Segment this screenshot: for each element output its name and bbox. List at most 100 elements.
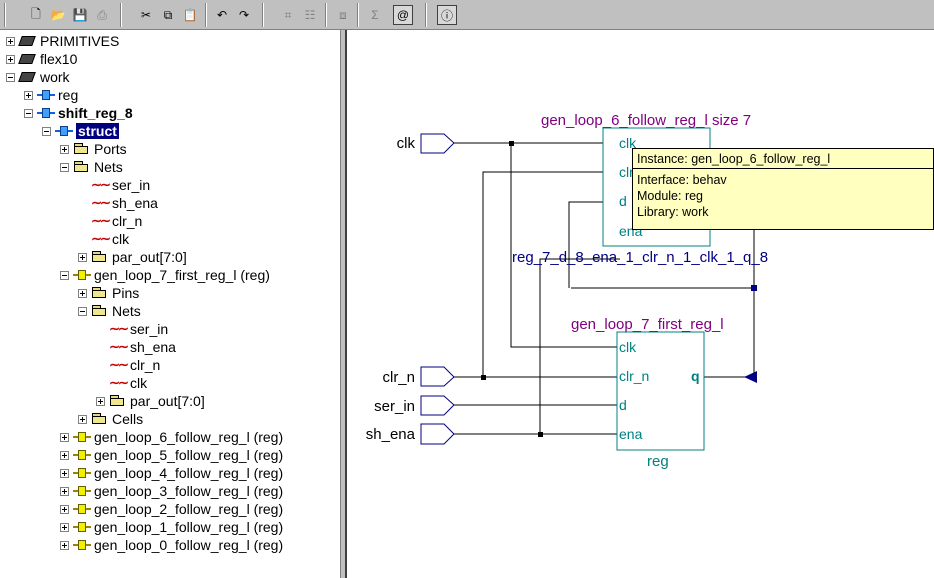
wire-sh-ena-up[interactable] xyxy=(539,258,620,434)
tree-node[interactable]: par_out[7:0] xyxy=(78,248,187,266)
port-sh-ena-shape[interactable] xyxy=(420,423,455,445)
at-icon[interactable]: @ xyxy=(393,5,413,25)
expand-icon[interactable] xyxy=(60,450,69,460)
expand-icon[interactable] xyxy=(6,36,15,46)
tree-node-label[interactable]: par_out[7:0] xyxy=(130,393,205,409)
tree-node-label[interactable]: Pins xyxy=(112,285,140,301)
tree-node[interactable]: ∼∼sh_ena xyxy=(78,194,158,212)
tree-node[interactable]: ∼∼clr_n xyxy=(78,212,142,230)
expand-icon[interactable] xyxy=(60,540,69,550)
tree-node-label[interactable]: struct xyxy=(76,123,119,139)
tree-node-label[interactable]: ser_in xyxy=(112,177,151,193)
tree-node-label[interactable]: clk xyxy=(112,231,130,247)
tree-node[interactable]: Nets xyxy=(78,302,141,320)
tree-node[interactable]: gen_loop_7_first_reg_l (reg) xyxy=(60,266,270,284)
tree-node[interactable]: Ports xyxy=(60,140,127,158)
expand-icon[interactable] xyxy=(60,432,69,442)
redo-icon[interactable]: ↷ xyxy=(238,8,250,22)
tree-node-label[interactable]: Ports xyxy=(94,141,127,157)
expand-icon[interactable] xyxy=(60,522,69,532)
align-icon[interactable]: ☷ xyxy=(304,8,316,22)
tree-node-label[interactable]: gen_loop_5_follow_reg_l (reg) xyxy=(94,447,284,463)
tree-node[interactable]: ∼∼ser_in xyxy=(78,176,150,194)
port-clr-n-shape[interactable] xyxy=(420,366,455,387)
grid-icon[interactable]: ⌗ xyxy=(284,7,292,22)
tree-node[interactable]: gen_loop_6_follow_reg_l (reg) xyxy=(60,428,283,446)
hierarchy-icon[interactable]: ⧈ xyxy=(339,7,347,22)
tree-node[interactable]: shift_reg_8 xyxy=(24,104,133,122)
expand-icon[interactable] xyxy=(6,54,15,64)
tree-node[interactable]: Pins xyxy=(78,284,139,302)
tree-node-label[interactable]: clk xyxy=(130,375,148,391)
wire-clk-down[interactable] xyxy=(510,143,620,348)
tree-node-label[interactable]: clr_n xyxy=(130,357,161,373)
tree-node[interactable]: gen_loop_4_follow_reg_l (reg) xyxy=(60,464,283,482)
net-label[interactable]: reg_7_d_8_ena_1_clr_n_1_clk_1_q_8 xyxy=(512,249,768,266)
expand-icon[interactable] xyxy=(96,396,105,406)
port-ser-in-shape[interactable] xyxy=(420,395,455,416)
copy-icon[interactable]: ⧉ xyxy=(163,7,173,22)
save-icon[interactable]: 💾 xyxy=(72,8,88,22)
tree-node-label[interactable]: gen_loop_4_follow_reg_l (reg) xyxy=(94,465,284,481)
expand-icon[interactable] xyxy=(60,468,69,478)
wire-clr-n-up[interactable] xyxy=(482,171,620,377)
pane-splitter[interactable] xyxy=(340,30,347,578)
port-clk-shape[interactable] xyxy=(420,133,455,154)
cut-icon[interactable]: ✂ xyxy=(140,8,152,22)
tree-node[interactable]: par_out[7:0] xyxy=(96,392,205,410)
tree-node[interactable]: gen_loop_2_follow_reg_l (reg) xyxy=(60,500,283,518)
tree-node[interactable]: ∼∼ser_in xyxy=(96,320,168,338)
tree-node[interactable]: ∼∼clk xyxy=(96,374,147,392)
expand-icon[interactable] xyxy=(78,414,87,424)
tree-node[interactable]: gen_loop_1_follow_reg_l (reg) xyxy=(60,518,283,536)
expand-icon[interactable] xyxy=(60,144,69,154)
tree-node-label[interactable]: Nets xyxy=(112,303,141,319)
paste-icon[interactable]: 📋 xyxy=(182,8,198,22)
tree-node[interactable]: Nets xyxy=(60,158,123,176)
tree-node[interactable]: ∼∼clr_n xyxy=(96,356,160,374)
schematic-view[interactable]: clk clr_n ser_in sh_ena gen_loop_6_follo… xyxy=(347,30,934,578)
tree-node-label[interactable]: gen_loop_0_follow_reg_l (reg) xyxy=(94,537,284,553)
tree-node-label[interactable]: par_out[7:0] xyxy=(112,249,187,265)
top-instance-label[interactable]: gen_loop_6_follow_reg_l size 7 xyxy=(541,112,751,129)
open-folder-icon[interactable]: 📂 xyxy=(50,8,66,22)
tree-node[interactable]: struct xyxy=(42,122,119,140)
tree-node[interactable]: reg xyxy=(24,86,78,104)
tree-node-label[interactable]: gen_loop_3_follow_reg_l (reg) xyxy=(94,483,284,499)
tree-node[interactable]: work xyxy=(6,68,70,86)
tree-node-label[interactable]: clr_n xyxy=(112,213,143,229)
print-icon[interactable]: ⎙ xyxy=(97,7,107,22)
tree-node[interactable]: flex10 xyxy=(6,50,77,68)
tree-node-label[interactable]: gen_loop_6_follow_reg_l (reg) xyxy=(94,429,284,445)
new-file-icon[interactable]: 🗋 xyxy=(31,6,41,21)
collapse-icon[interactable] xyxy=(24,108,33,118)
instance-box-gen-loop-7[interactable] xyxy=(616,331,705,451)
info-icon[interactable]: ⓘ xyxy=(437,5,457,25)
tree-node[interactable]: ∼∼sh_ena xyxy=(96,338,176,356)
collapse-icon[interactable] xyxy=(6,72,15,82)
tree-node-label[interactable]: ser_in xyxy=(130,321,169,337)
collapse-icon[interactable] xyxy=(42,126,51,136)
collapse-icon[interactable] xyxy=(60,162,69,172)
tree-node[interactable]: ∼∼clk xyxy=(78,230,129,248)
tree-node[interactable]: PRIMITIVES xyxy=(6,32,119,50)
expand-icon[interactable] xyxy=(78,252,87,262)
sigma-icon[interactable]: Σ xyxy=(371,8,379,22)
tree-node[interactable]: gen_loop_5_follow_reg_l (reg) xyxy=(60,446,283,464)
collapse-icon[interactable] xyxy=(78,306,87,316)
tree-node-label[interactable]: gen_loop_2_follow_reg_l (reg) xyxy=(94,501,284,517)
tree-node-label[interactable]: gen_loop_1_follow_reg_l (reg) xyxy=(94,519,284,535)
expand-icon[interactable] xyxy=(60,504,69,514)
tree-node-label[interactable]: sh_ena xyxy=(112,195,158,211)
tree-node-label[interactable]: Cells xyxy=(112,411,144,427)
tree-node-label[interactable]: reg xyxy=(58,87,79,103)
tree-node-label[interactable]: PRIMITIVES xyxy=(40,33,120,49)
bottom-instance-label[interactable]: gen_loop_7_first_reg_l xyxy=(571,316,724,333)
expand-icon[interactable] xyxy=(78,288,87,298)
tree-node[interactable]: Cells xyxy=(78,410,143,428)
tree-node-label[interactable]: work xyxy=(40,69,70,85)
tree-node-label[interactable]: sh_ena xyxy=(130,339,176,355)
tree-node-label[interactable]: shift_reg_8 xyxy=(58,105,133,121)
tree-node-label[interactable]: flex10 xyxy=(40,51,78,67)
expand-icon[interactable] xyxy=(60,486,69,496)
